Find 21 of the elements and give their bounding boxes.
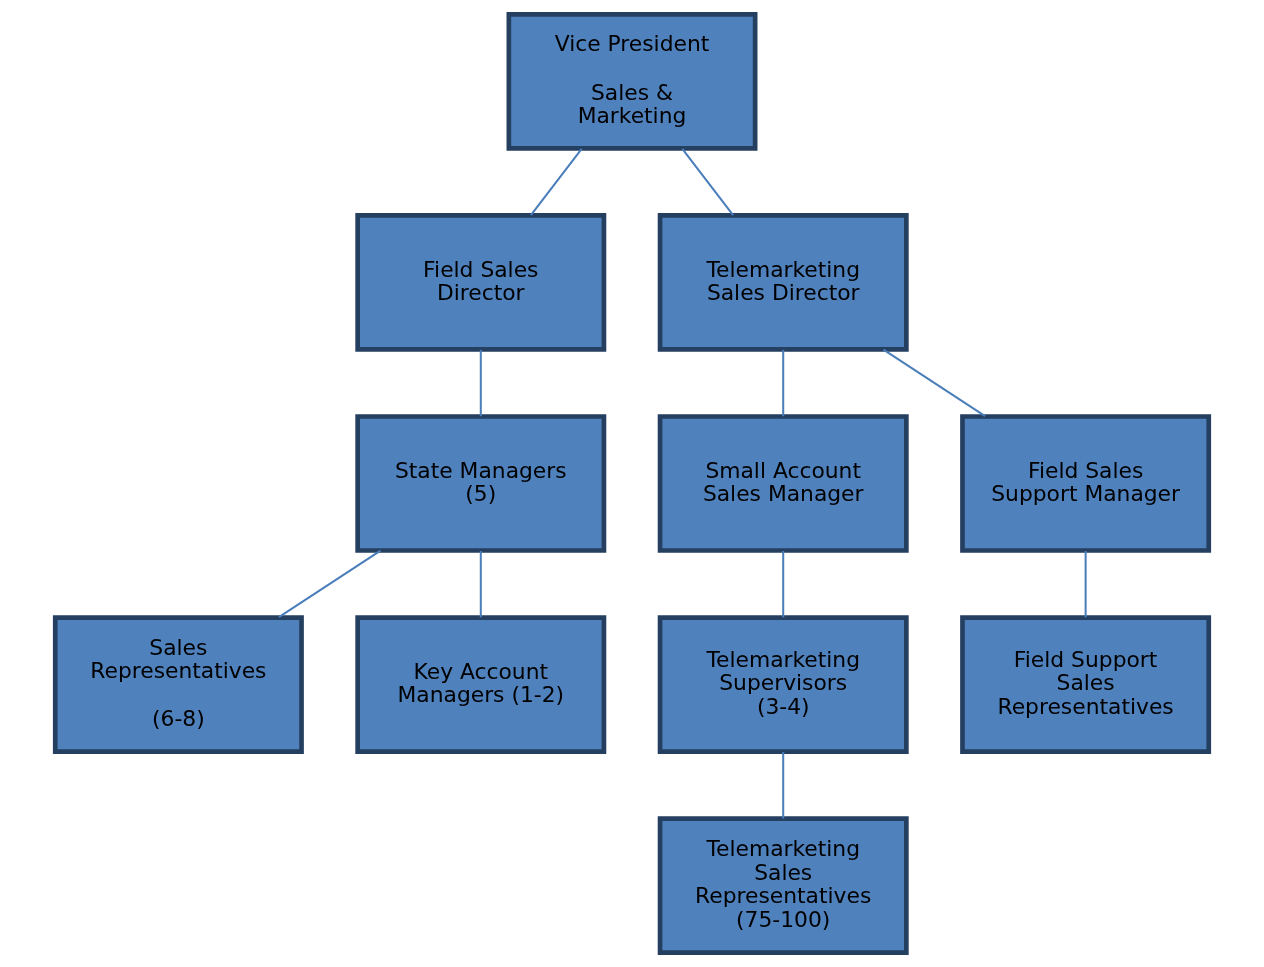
node-box: Sales Representatives (6-8): [52, 615, 304, 754]
node-box: Telemarketing Sales Representatives (75-100): [657, 816, 909, 956]
connector: [782, 752, 785, 819]
node-box: Key Account Managers (1-2): [355, 615, 607, 754]
node-box: Field Support Sales Representatives: [960, 615, 1212, 754]
connector: [479, 349, 482, 417]
node-box: Telemarketing Sales Director: [657, 213, 909, 352]
connector: [530, 148, 583, 216]
node-box: State Managers (5): [355, 414, 607, 553]
node-box: Field Sales Director: [355, 213, 607, 352]
connector: [479, 551, 482, 618]
node-box: Field Sales Support Manager: [960, 414, 1212, 553]
connector: [882, 348, 986, 417]
connector: [1084, 551, 1087, 618]
node-box: Small Account Sales Manager: [657, 414, 909, 553]
connector: [278, 549, 382, 619]
connector: [782, 349, 785, 417]
node-box: Vice President Sales & Marketing: [506, 11, 758, 151]
connector: [782, 551, 785, 618]
node-box: Telemarketing Supervisors (3-4): [657, 615, 909, 754]
connector: [681, 148, 734, 216]
